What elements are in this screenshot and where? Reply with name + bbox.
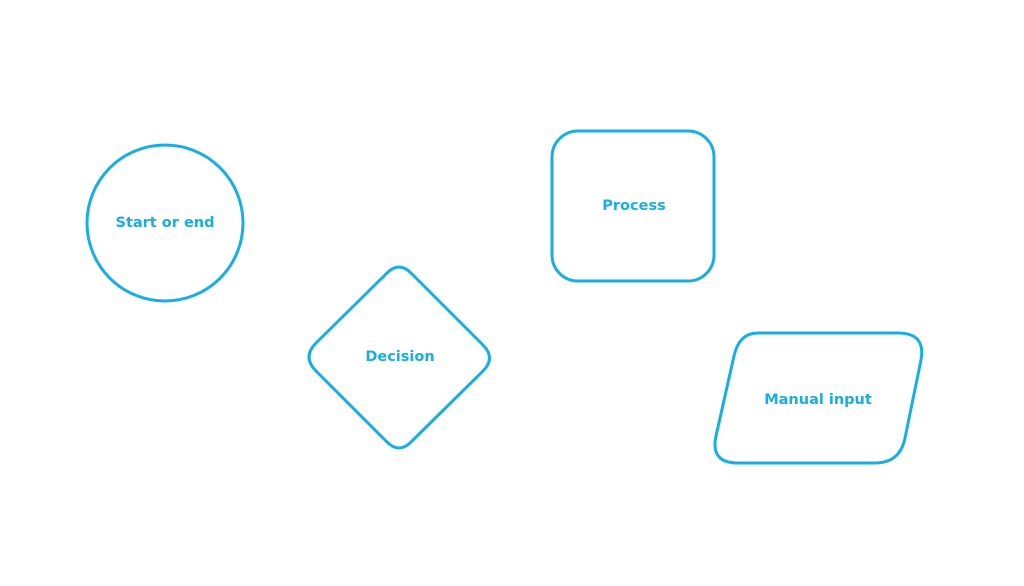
manual-input-label: Manual input <box>764 392 872 408</box>
start-or-end-node[interactable]: Start or end <box>85 143 245 303</box>
process-label: Process <box>602 198 665 214</box>
start-or-end-circle <box>85 143 245 303</box>
decision-diamond <box>307 265 491 450</box>
manual-input-node[interactable]: Manual input <box>713 331 924 465</box>
manual-input-parallelogram <box>713 331 924 465</box>
process-node[interactable]: Process <box>550 129 716 283</box>
process-rect <box>550 129 716 283</box>
decision-node[interactable]: Decision <box>307 265 491 450</box>
start-or-end-label: Start or end <box>116 215 215 231</box>
decision-label: Decision <box>365 349 434 365</box>
